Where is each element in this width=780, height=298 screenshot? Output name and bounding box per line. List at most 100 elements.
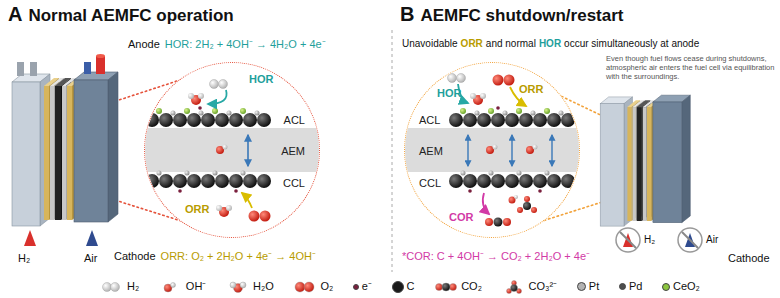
hydrogen-molecule xyxy=(457,74,466,83)
legend-swatch xyxy=(577,282,586,291)
carbon-particle xyxy=(463,174,477,188)
fuel-cell-stack xyxy=(600,95,690,226)
reaction-name: COR xyxy=(449,211,473,224)
carbon-particle xyxy=(463,113,477,127)
reaction-name: HOR xyxy=(437,87,461,100)
zoom-view xyxy=(140,128,330,172)
legend-item: C xyxy=(392,280,415,292)
legend-icon xyxy=(159,280,183,294)
hydroxide-ion xyxy=(216,145,228,155)
carbon-particle xyxy=(215,113,229,127)
reaction-equation: HOR: 2H₂ + 4OH⁻ → 4H₂O + 4e⁻ xyxy=(165,38,326,51)
zoom-view xyxy=(140,80,330,222)
fuel-cell-stack xyxy=(600,95,690,226)
layer-label: CCL xyxy=(283,177,305,189)
oxygen-molecule xyxy=(493,75,515,86)
stopped-flow-icon xyxy=(620,232,636,248)
legend-icon xyxy=(450,283,457,290)
carbon-dioxide-molecule xyxy=(485,218,511,227)
carbonate-ion xyxy=(524,196,530,202)
legend-text: CO₃²⁻ xyxy=(529,280,558,292)
hydrogen-molecule xyxy=(210,80,228,89)
electron xyxy=(468,189,472,193)
stopped-flow-icon xyxy=(678,228,702,252)
layer-label: ACL xyxy=(284,114,305,126)
zoom-view xyxy=(400,62,590,238)
legend-text: O₂ xyxy=(320,280,333,292)
legend-icon xyxy=(434,280,458,294)
legend-text: C xyxy=(407,280,415,292)
carbon-particle xyxy=(547,174,561,188)
carbon-particle xyxy=(145,113,271,188)
legend-icon xyxy=(170,282,175,287)
platinum-particle xyxy=(157,111,260,176)
electron xyxy=(198,106,202,110)
fuel-cell-stack xyxy=(12,54,118,226)
electron xyxy=(468,106,542,193)
platinum-particle xyxy=(461,171,466,176)
carbon-particle xyxy=(187,113,201,127)
gas-label: Air xyxy=(706,234,718,246)
carbon-particle xyxy=(561,174,575,188)
layer-label: AEM xyxy=(419,145,443,157)
oxygen-molecule xyxy=(260,211,271,222)
legend-icon xyxy=(436,283,443,290)
carbonate-ion xyxy=(523,202,531,210)
fuel-cell-stack xyxy=(96,56,105,74)
carbon-particle xyxy=(201,174,215,188)
water-molecule xyxy=(470,93,486,105)
legend: H₂OH⁻H₂OO₂e⁻CCO₂CO₃²⁻PtPdCeO₂ xyxy=(100,279,700,294)
oxygen-molecule xyxy=(249,211,271,222)
carbon-particle xyxy=(159,113,173,127)
legend-swatch xyxy=(662,283,670,291)
electrode-layer: CCL xyxy=(405,173,579,193)
ion-transport-arrow xyxy=(511,135,512,166)
oxygen-molecule xyxy=(249,211,260,222)
legend-item: OH⁻ xyxy=(159,280,207,294)
membrane-layer: AEM xyxy=(405,129,579,173)
electrode-name: Anode xyxy=(128,38,160,51)
water-molecule xyxy=(198,93,204,99)
carbon-particle xyxy=(187,174,201,188)
carbon-particle xyxy=(243,113,257,127)
electrode-name: Cathode xyxy=(728,252,770,265)
ceria-particle xyxy=(460,108,466,114)
carbon-particle xyxy=(561,113,575,127)
fuel-cell-stack xyxy=(12,72,118,226)
carbon-particle xyxy=(491,174,505,188)
carbon-particle xyxy=(519,113,533,127)
platinum-particle xyxy=(489,171,494,176)
note-text: Even though fuel flows cease during shut… xyxy=(606,54,776,81)
carbon-particle xyxy=(519,174,533,188)
reaction-arrow xyxy=(483,193,489,214)
electron xyxy=(178,189,182,193)
water-molecule xyxy=(188,93,194,99)
hydroxide-ion xyxy=(533,145,538,150)
electron xyxy=(234,189,238,193)
gas-label: H₂ xyxy=(644,234,655,246)
legend-item: H₂ xyxy=(100,280,139,294)
legend-item: CO₃²⁻ xyxy=(502,280,558,294)
electrode-layer: CCL xyxy=(145,173,319,193)
layer-label: AEM xyxy=(281,145,305,157)
platinum-particle xyxy=(461,111,564,176)
carbon-particle xyxy=(477,174,491,188)
zoom-circle: HORORRCORACLAEMCCL xyxy=(404,62,580,238)
platinum-particle xyxy=(503,111,508,116)
legend-item: CeO₂ xyxy=(662,280,700,292)
platinum-particle xyxy=(545,171,550,176)
legend-text: OH⁻ xyxy=(186,280,207,292)
statement-text: occur simultaneously at anode xyxy=(564,38,699,50)
legend-icon xyxy=(510,284,517,291)
platinum-particle xyxy=(241,171,246,176)
legend-item: Pd xyxy=(619,280,642,292)
stopped-flow-icon xyxy=(682,232,698,248)
legend-icon xyxy=(304,282,314,292)
ion-transport-arrow xyxy=(468,135,552,166)
legend-item: Pt xyxy=(577,280,599,292)
legend-item: H₂O xyxy=(226,280,274,294)
platinum-particle xyxy=(171,111,176,116)
stopped-flow-icon xyxy=(616,228,702,252)
carbon-particle xyxy=(491,113,505,127)
carbon-dioxide-molecule xyxy=(494,218,503,227)
